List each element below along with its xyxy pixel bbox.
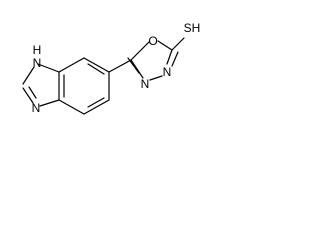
bond <box>39 99 60 107</box>
double-bond-inner <box>87 97 105 108</box>
bond <box>149 75 163 81</box>
double-bond-inner <box>87 63 105 75</box>
benzene-ring <box>58 57 110 115</box>
atom-label-n-lower: N <box>32 101 41 115</box>
bond <box>37 63 60 73</box>
double-bond-inner <box>127 57 140 74</box>
bond <box>130 41 150 61</box>
atom-label-nh-h: H <box>33 43 42 57</box>
bond <box>130 59 144 79</box>
bond <box>22 87 34 104</box>
chemical-structure-diagram: H N N O SH N N <box>22 21 201 115</box>
bond <box>157 40 173 51</box>
double-bond-inner <box>171 51 179 67</box>
atom-label-n-upper: N <box>33 56 42 70</box>
double-bond-inner <box>28 86 37 99</box>
bond <box>22 66 35 85</box>
bond <box>83 57 110 73</box>
bond <box>58 57 85 73</box>
atom-label-n-oxadiazole-right: N <box>163 65 172 79</box>
bond-linker <box>108 59 132 73</box>
bond <box>58 99 85 115</box>
oxadiazole-ring <box>127 40 179 81</box>
bond <box>83 99 110 115</box>
bond-thiol <box>171 37 185 51</box>
atom-label-oxygen: O <box>148 34 157 48</box>
atom-label-n-oxadiazole-left: N <box>141 77 150 91</box>
imidazole-ring <box>22 63 60 107</box>
atom-label-thiol: SH <box>184 21 201 35</box>
bond <box>166 49 173 65</box>
